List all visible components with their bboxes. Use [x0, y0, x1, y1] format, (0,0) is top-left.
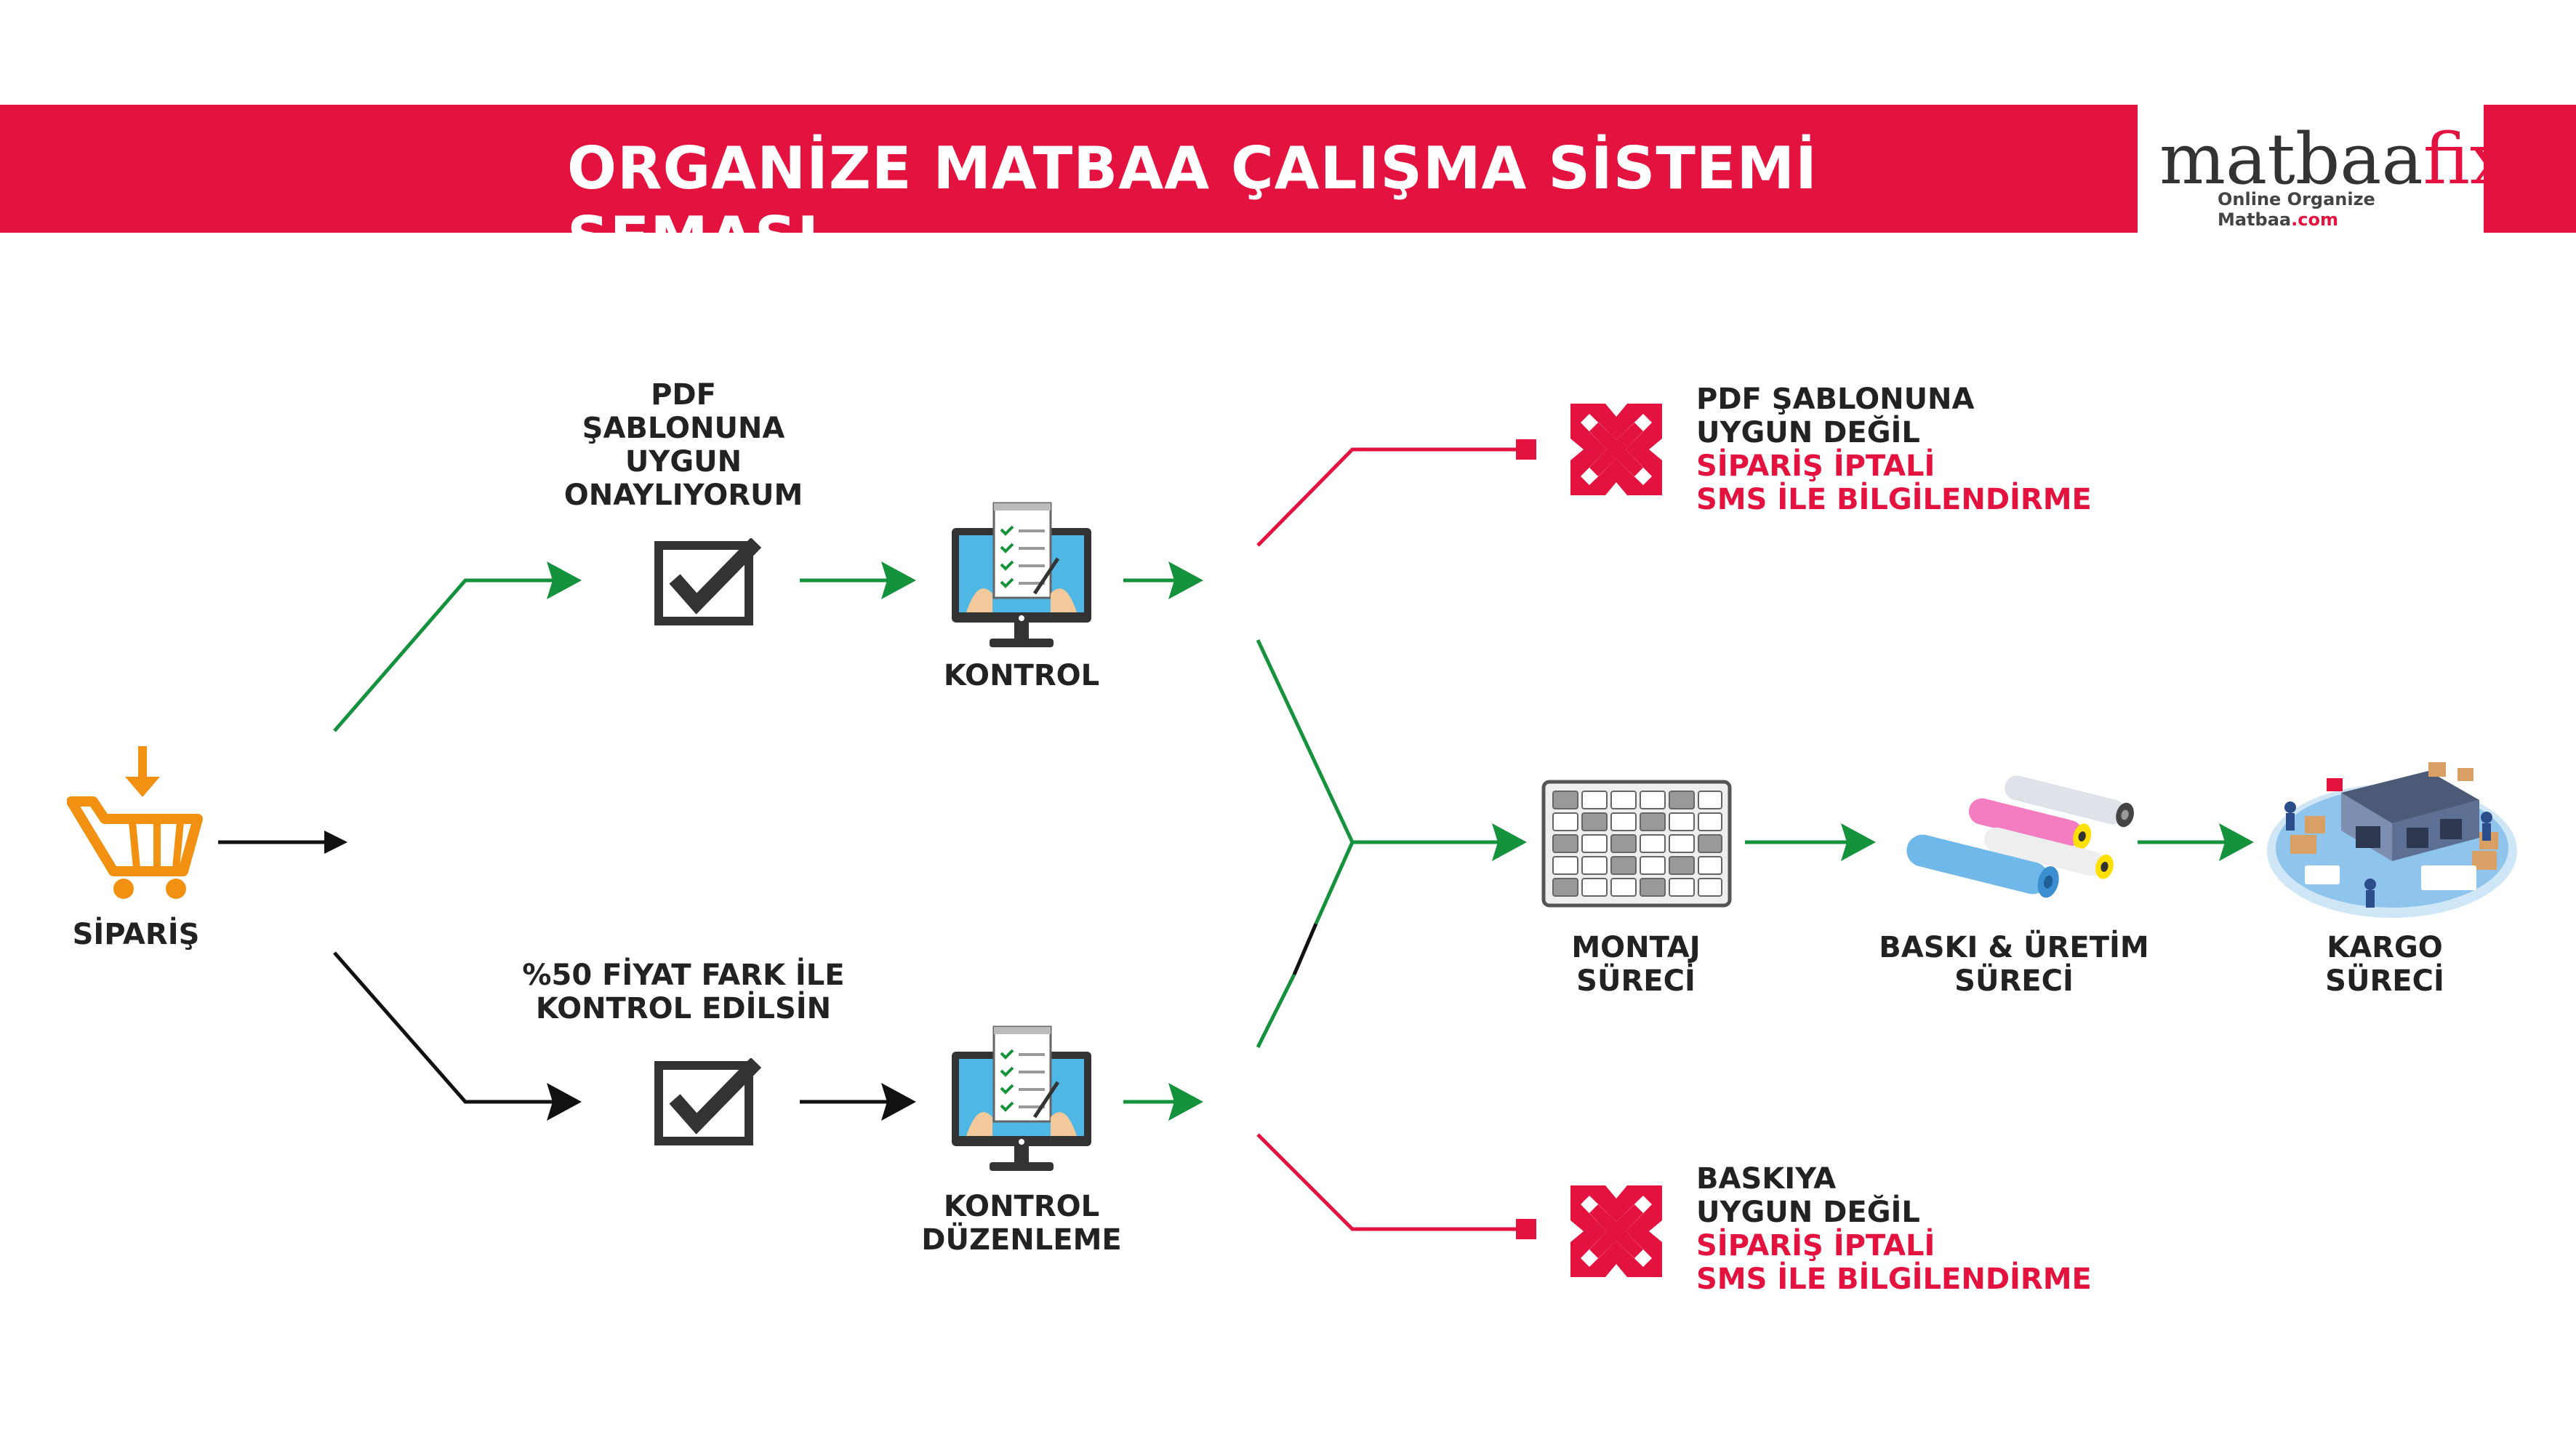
reject-top-text: PDF ŞABLONUNA UYGUN DEĞİL SİPARİŞ İPTALİ…: [1696, 383, 2092, 516]
connector-to-bottom-branch: [333, 951, 553, 1104]
arrowhead-bottom-1: [547, 1083, 582, 1121]
arrowhead-kargo: [2219, 823, 2254, 861]
imposition-grid-icon: [1541, 780, 1732, 908]
warehouse-logistics-icon: [2261, 742, 2523, 924]
checkbox-icon: [654, 537, 763, 625]
shopping-cart-icon: [66, 740, 205, 900]
logo-tagline: Online Organize Matbaa.com: [2218, 189, 2375, 230]
arrowhead-baski: [1841, 823, 1876, 861]
connector-merge-top: [1256, 639, 1355, 844]
checkbox-icon: [654, 1057, 763, 1145]
montaj-label: MONTAJ SÜRECİ: [1571, 931, 1701, 998]
cancel-x-icon: [1570, 1185, 1662, 1277]
arrowhead-montaj: [1492, 823, 1527, 861]
arrowhead-bottom-3: [1168, 1083, 1203, 1121]
arrowhead-top-2: [881, 561, 916, 599]
connector-merge-bottom: [1256, 973, 1296, 1049]
reject-endpoint-bottom: [1516, 1219, 1536, 1239]
reject-endpoint-top: [1516, 439, 1536, 460]
top-control-label: KONTROL: [943, 659, 1100, 692]
connector-top-reject: [1256, 447, 1516, 547]
arrowhead-top-1: [547, 561, 582, 599]
printing-rollers-icon: [1905, 764, 2138, 916]
page-title: ORGANİZE MATBAA ÇALIŞMA SİSTEMİ ŞEMASI: [567, 135, 1818, 272]
monitor-checklist-icon: [949, 1025, 1094, 1178]
brand-logo: matbaafix Online Organize Matbaa.com: [2138, 105, 2509, 233]
arrowhead-bottom-2: [881, 1083, 916, 1121]
connector-merge-bottom-2: [1314, 841, 1355, 925]
connector-bottom-reject: [1256, 1133, 1516, 1231]
monitor-checklist-icon: [949, 502, 1094, 655]
connector-merge-bottom-dark: [1292, 923, 1318, 975]
connector-to-top-branch: [333, 578, 553, 732]
logo-wordmark: matbaafix: [2159, 119, 2509, 200]
cancel-x-icon: [1570, 404, 1662, 495]
baski-label: BASKI & ÜRETİM SÜRECİ: [1879, 931, 2149, 998]
reject-bottom-text: BASKIYA UYGUN DEĞİL SİPARİŞ İPTALİ SMS İ…: [1696, 1162, 2092, 1296]
kargo-label: KARGO SÜRECİ: [2325, 931, 2444, 998]
arrowhead-start: [324, 831, 348, 854]
bottom-control-label: KONTROL DÜZENLEME: [921, 1190, 1122, 1257]
start-label: SİPARİŞ: [72, 918, 200, 951]
top-approval-label: PDF ŞABLONUNA UYGUN ONAYLIYORUM: [563, 378, 803, 512]
arrowhead-top-3: [1168, 561, 1203, 599]
bottom-approval-label: %50 FİYAT FARK İLE KONTROL EDİLSİN: [522, 959, 845, 1025]
